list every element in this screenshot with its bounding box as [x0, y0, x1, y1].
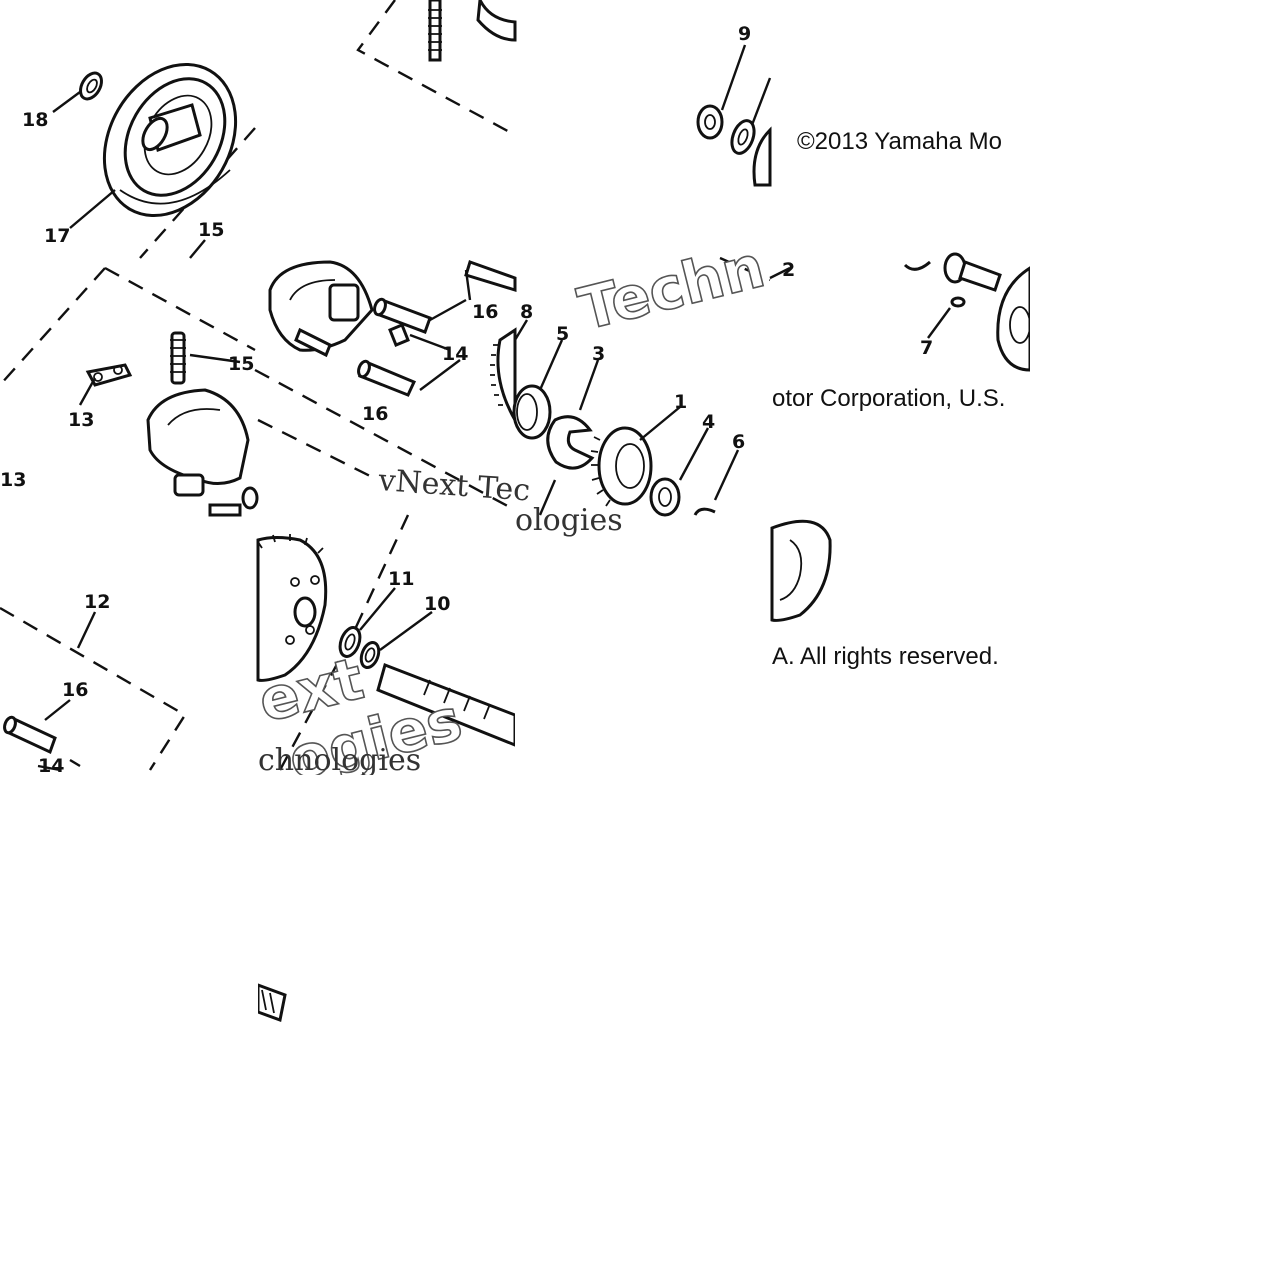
callout-1: 1	[674, 391, 687, 413]
callout-9: 9	[738, 23, 751, 45]
callout-16b: 16	[362, 403, 388, 425]
callout-13a: 13	[68, 409, 94, 431]
callout-17: 17	[44, 225, 70, 247]
pin-part-16c	[3, 715, 57, 755]
callout-10: 10	[424, 593, 450, 615]
watermark-ologies: ologies	[515, 503, 623, 538]
callout-16a: 16	[472, 301, 498, 323]
clutch-shoe-lower	[146, 388, 259, 517]
clip-part-13	[85, 363, 133, 387]
washer-part-4	[649, 477, 681, 517]
callout-8: 8	[520, 301, 533, 323]
pin-part-16a	[373, 297, 432, 334]
spring-top	[428, 0, 517, 62]
copyright-line-3: A. All rights reserved.	[772, 643, 999, 670]
watermark-vnext: vNext Tec	[376, 463, 531, 509]
callout-2: 2	[782, 259, 795, 281]
c-washer-part-3	[546, 415, 595, 470]
callout-5: 5	[556, 323, 569, 345]
callout-11: 11	[388, 568, 414, 590]
housing-part	[770, 519, 832, 622]
callout-3: 3	[592, 343, 605, 365]
part-6	[693, 507, 716, 516]
washer-part-18	[79, 71, 103, 101]
callout-6: 6	[732, 431, 745, 453]
callout-15a: 15	[198, 219, 224, 241]
callout-4: 4	[702, 411, 715, 433]
watermark-techn: Techn	[572, 232, 771, 344]
part-2	[903, 252, 1002, 292]
callout-7: 7	[920, 337, 933, 359]
spring-part-15	[170, 331, 186, 385]
gear-part-8	[490, 327, 517, 426]
callout-12: 12	[84, 591, 110, 613]
shaft-end	[256, 982, 287, 1023]
washer-part-7	[950, 296, 966, 308]
pin-part-16b	[357, 359, 417, 397]
copyright-notice: ©2013 Yamaha Mo otor Corporation, U.S. A…	[772, 128, 1005, 670]
callout-14b: 14	[38, 755, 64, 777]
drum-part-17	[102, 63, 238, 217]
callout-18: 18	[22, 109, 48, 131]
pin-top-right	[464, 260, 517, 293]
callout-16c: 16	[62, 679, 88, 701]
gear-part-1	[590, 426, 653, 507]
big-gear	[256, 534, 328, 682]
leader-lines	[37, 44, 951, 772]
washer-part-11	[338, 626, 362, 658]
clutch-shoe-upper	[268, 260, 374, 358]
callout-numbers: 9 18 17 15 16 14 16 15 13 13 8 5 3 1 4 6…	[0, 23, 933, 777]
collar-part-5	[512, 384, 552, 440]
callout-14a: 14	[442, 343, 468, 365]
block-part-14	[388, 323, 410, 347]
copyright-line-1: ©2013 Yamaha Mo	[797, 128, 1002, 155]
copyright-line-2: otor Corporation, U.S.	[772, 385, 1005, 412]
drum-right	[996, 265, 1032, 372]
watermark-chnologies: chnologies	[258, 743, 421, 778]
callout-15b: 15	[228, 353, 254, 375]
nut-part-9	[696, 104, 772, 187]
washer-part-10	[359, 640, 381, 670]
callout-13b: 13	[0, 469, 26, 491]
